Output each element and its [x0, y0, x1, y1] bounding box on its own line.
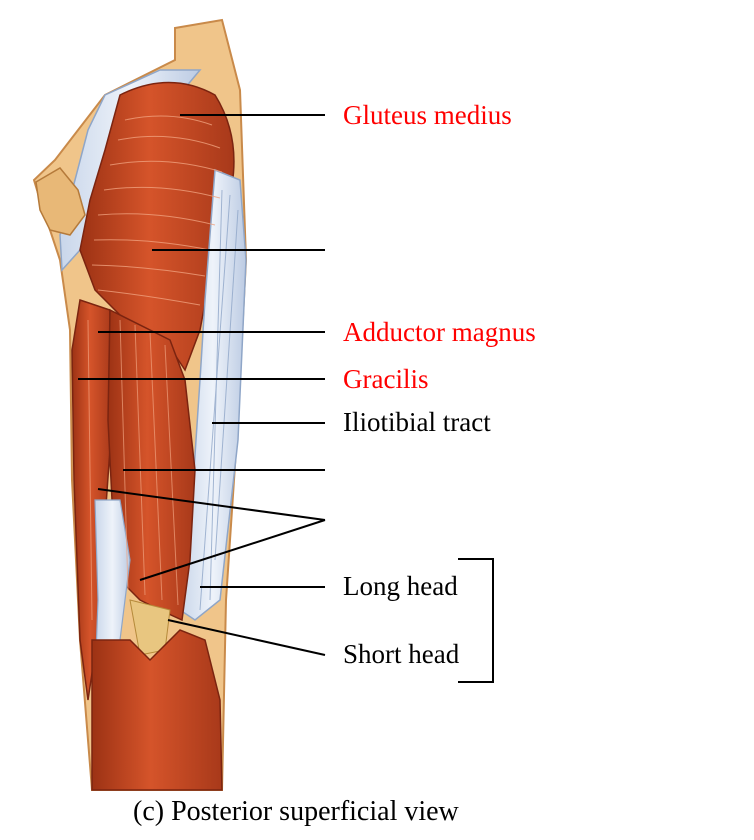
leader-semimembranosus-b [139, 519, 326, 581]
label-gracilis: Gracilis [343, 364, 429, 394]
sacrum-shape [35, 167, 86, 236]
figure-caption: (c) Posterior superficial view [133, 796, 459, 827]
leader-lines [78, 114, 494, 683]
itband-fibers [199, 189, 239, 611]
gluteus-fibers [91, 115, 223, 306]
bracket-biceps [458, 558, 494, 683]
label-long-head: Long head [343, 571, 458, 601]
label-iliotibial-tract: Iliotibial tract [343, 407, 491, 437]
label-gluteus-medius: Gluteus medius [343, 100, 512, 130]
calf-muscles [91, 629, 223, 791]
leader-short-head [167, 619, 326, 656]
label-adductor-magnus: Adductor magnus [343, 317, 536, 347]
leader-semimembranosus-a [97, 488, 326, 521]
hamstring-group [107, 308, 196, 622]
label-short-head: Short head [343, 639, 460, 669]
hamstring-fibers [87, 319, 179, 621]
